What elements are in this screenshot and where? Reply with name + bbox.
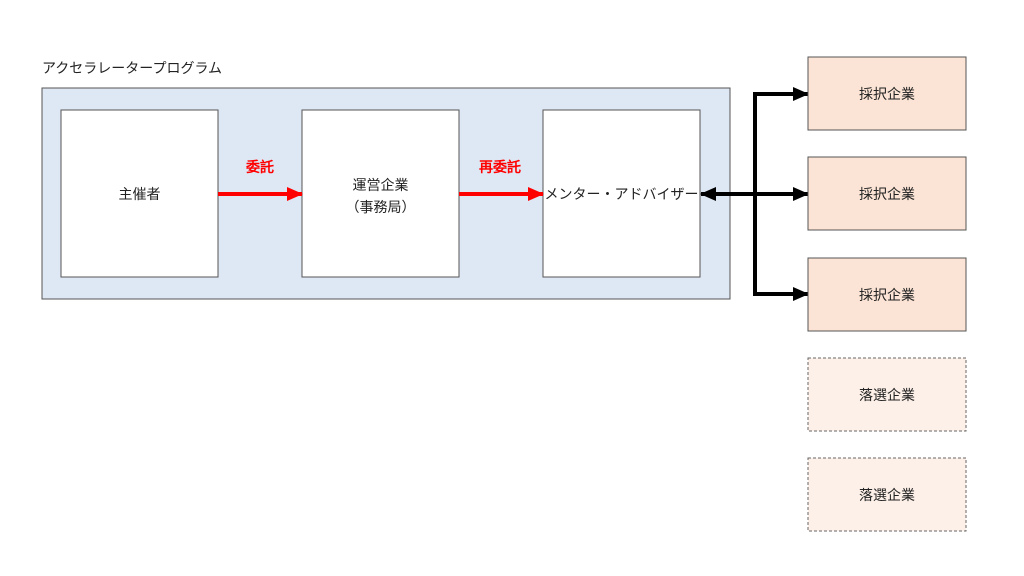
node-operator-sublabel: （事務局） xyxy=(346,200,416,216)
program-title: アクセラレータープログラム xyxy=(42,61,222,77)
rejected-company-2[interactable]: 落選企業 xyxy=(807,457,967,532)
connector-mentor-to-selected xyxy=(700,87,809,301)
node-organizer[interactable]: 主催者 xyxy=(60,109,219,278)
selected-company-2[interactable]: 採択企業 xyxy=(807,156,967,231)
label-recommission: 再委託 xyxy=(479,159,521,176)
node-operator-label: 運営企業 xyxy=(353,177,409,194)
node-mentor[interactable]: メンター・アドバイザー xyxy=(542,109,701,278)
rejected-company-label: 落選企業 xyxy=(859,487,915,504)
rejected-company-1[interactable]: 落選企業 xyxy=(807,357,967,432)
selected-company-label: 採択企業 xyxy=(859,186,915,203)
node-mentor-label: メンター・アドバイザー xyxy=(545,187,699,203)
node-organizer-label: 主催者 xyxy=(119,187,161,203)
rejected-company-label: 落選企業 xyxy=(859,387,915,404)
selected-company-label: 採択企業 xyxy=(859,86,915,103)
selected-company-3[interactable]: 採択企業 xyxy=(807,257,967,332)
node-operator[interactable]: 運営企業 （事務局） xyxy=(301,109,460,278)
selected-company-label: 採択企業 xyxy=(859,287,915,304)
selected-company-1[interactable]: 採択企業 xyxy=(807,56,967,131)
label-commission: 委託 xyxy=(245,159,274,176)
